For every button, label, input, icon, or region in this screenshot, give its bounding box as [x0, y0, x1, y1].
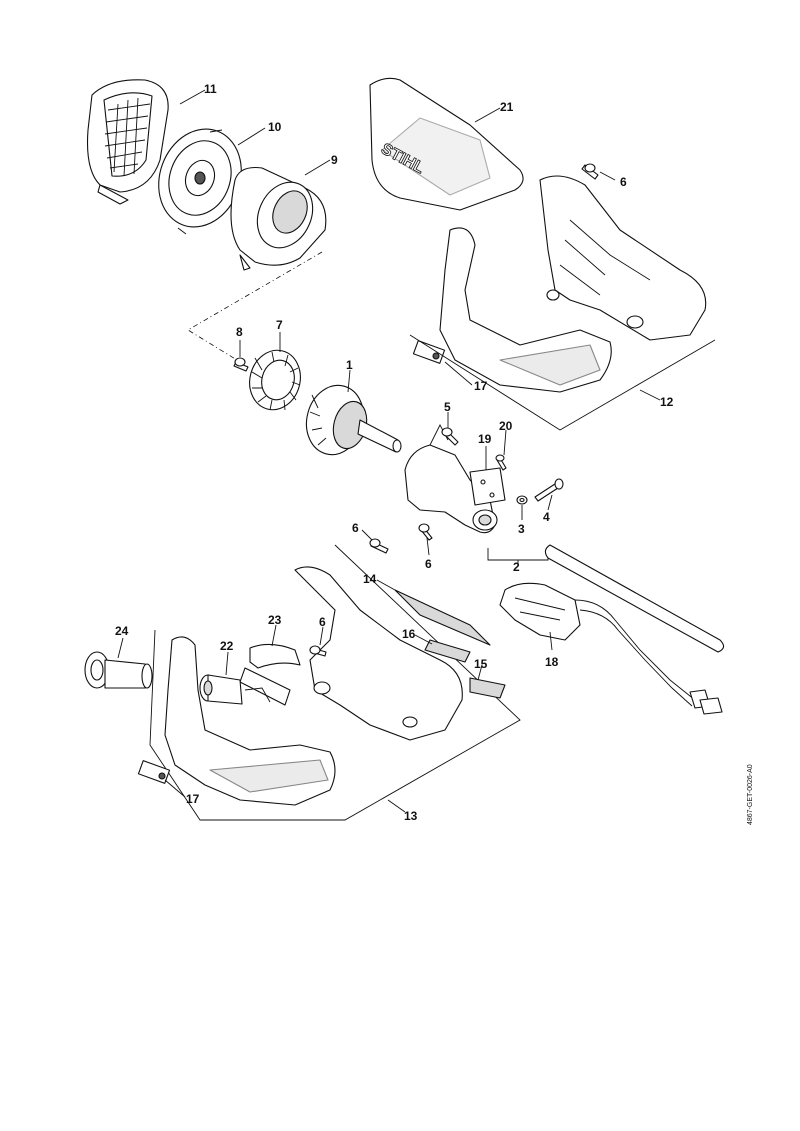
part-socket-22 — [199, 674, 271, 705]
callout-13: 13 — [404, 809, 418, 823]
callout-2: 2 — [513, 560, 520, 574]
part-washer-3 — [516, 495, 528, 505]
part-housing-half-upper — [439, 175, 707, 393]
part-screw-5 — [441, 427, 459, 446]
part-screw-8 — [233, 357, 249, 372]
callout-4: 4 — [543, 510, 550, 524]
callout-15: 15 — [474, 657, 488, 671]
part-screw-6-mid-left — [369, 538, 389, 554]
callout-3: 3 — [518, 522, 525, 536]
part-screw-6-low — [309, 645, 327, 657]
part-fan-cover-grille — [86, 79, 169, 205]
callout-21: 21 — [500, 100, 514, 114]
callout-24: 24 — [115, 624, 129, 638]
callout-11: 11 — [204, 82, 217, 96]
callout-16: 16 — [402, 627, 416, 641]
callout-7: 7 — [276, 318, 283, 332]
part-screw-6-top — [581, 163, 599, 180]
part-label-plate-17-upper — [412, 340, 446, 364]
bracket-12 — [409, 334, 716, 431]
callout-9: 9 — [331, 153, 338, 167]
callout-20: 20 — [499, 419, 513, 433]
callout-12: 12 — [660, 395, 674, 409]
callout-6-low: 6 — [319, 615, 326, 629]
callout-6-top: 6 — [620, 175, 627, 189]
part-screw-6-mid — [418, 523, 433, 541]
callout-6-mid-left: 6 — [352, 521, 359, 535]
part-grip-cap-24 — [84, 651, 153, 689]
part-fan-wheel — [249, 349, 301, 411]
callout-18: 18 — [545, 655, 559, 669]
part-fan-housing — [158, 128, 242, 235]
callout-10: 10 — [268, 120, 282, 134]
callout-19: 19 — [478, 432, 492, 446]
part-gear-housing — [404, 424, 549, 566]
callout-17-lower: 17 — [186, 792, 200, 806]
callout-17-upper: 17 — [474, 379, 488, 393]
callout-1: 1 — [346, 358, 353, 372]
callout-5: 5 — [444, 400, 451, 414]
leader-lines — [117, 89, 661, 813]
part-top-cover: STIHL — [369, 77, 524, 211]
part-switch-unit — [499, 544, 725, 715]
part-housing-half-lower — [294, 566, 506, 741]
part-clamp-23 — [239, 643, 301, 706]
callout-22: 22 — [220, 639, 234, 653]
part-label-plate-17-lower — [137, 760, 171, 784]
document-code: 4867-GET-0026-A0 — [747, 764, 754, 825]
part-screw-4 — [534, 478, 564, 502]
part-fan-shroud — [230, 166, 327, 271]
part-plate-19 — [469, 467, 506, 506]
callout-6-mid: 6 — [425, 557, 432, 571]
callout-labels: 11 10 9 21 6 8 7 1 17 12 5 19 20 4 3 2 6… — [115, 82, 674, 823]
assembly-line-fan — [187, 251, 323, 369]
callout-23: 23 — [268, 613, 282, 627]
part-handle-half-lower-left — [164, 636, 336, 806]
callout-14: 14 — [363, 572, 377, 586]
callout-8: 8 — [236, 325, 243, 339]
part-motor-rotor — [305, 384, 402, 456]
part-screw-20 — [495, 454, 507, 471]
